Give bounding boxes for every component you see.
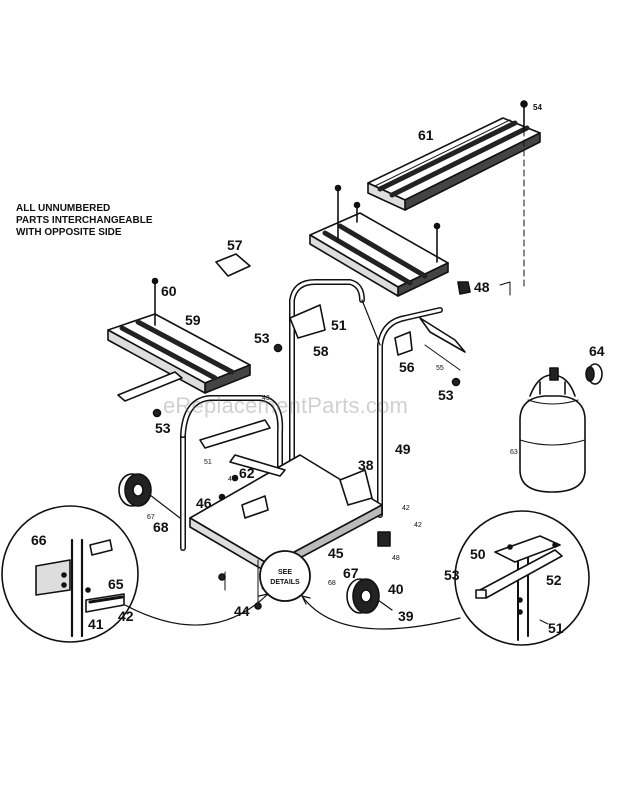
label-55: 55 [436,365,444,372]
shelf-59 [107,313,251,394]
bolt-54 [520,100,528,131]
label-66: 66 [31,532,47,548]
label-56: 56 [399,359,415,375]
label-48-top: 48 [474,279,490,295]
label-39: 39 [398,608,414,624]
label-51-small: 51 [204,459,212,466]
wheel-left [118,473,181,519]
label-40: 40 [388,581,404,597]
label-57: 57 [227,237,243,253]
see-details-circle [259,550,311,602]
detail-circle-left [1,505,139,643]
label-49: 49 [395,441,411,457]
interchangeable-parts-note: ALL UNNUMBERED PARTS INTERCHANGEABLE WIT… [16,203,152,239]
see-details-line-2: DETAILS [270,579,300,586]
label-68-right: 68 [328,580,336,587]
label-50: 50 [470,546,486,562]
label-62: 62 [239,465,255,481]
propane-tank-63 [519,367,586,493]
label-68-left: 68 [153,519,169,535]
wheel-right [346,578,393,614]
note-line-3: WITH OPPOSITE SIDE [16,227,122,238]
bracket-57 [215,253,251,277]
label-53-detail: 53 [444,567,460,583]
label-53-shelf: 53 [155,420,171,436]
detail-circle-right [454,510,590,646]
label-53-right: 53 [438,387,454,403]
label-48-foot: 48 [392,555,400,562]
label-67-left: 67 [147,514,155,521]
label-43: 43 [262,395,270,402]
label-60: 60 [161,283,177,299]
label-41: 41 [88,616,104,632]
label-53-left: 53 [254,330,270,346]
see-details-line-1: SEE [278,569,292,576]
note-line-1: ALL UNNUMBERED [16,203,111,214]
label-42-detail: 42 [118,608,134,624]
label-61: 61 [418,127,434,143]
label-65: 65 [108,576,124,592]
frame-left-tube [180,395,284,551]
label-67-right: 67 [343,565,359,581]
watermark-text: eReplacementParts.com [163,393,409,418]
label-51-detail: 51 [548,620,564,636]
label-58: 58 [313,343,329,359]
shelf-61 [367,117,541,211]
note-line-2: PARTS INTERCHANGEABLE [16,215,153,226]
label-44: 44 [234,603,250,619]
label-42-b: 42 [414,522,422,529]
label-38: 38 [358,457,374,473]
label-45: 45 [328,545,344,561]
label-42-a: 42 [402,505,410,512]
label-54: 54 [533,103,542,112]
label-47: 47 [228,476,236,483]
label-59: 59 [185,312,201,328]
frame-right-tubes [289,279,443,523]
label-46: 46 [196,495,212,511]
label-51-top: 51 [331,317,347,333]
label-52: 52 [546,572,562,588]
upper-shelf [309,212,449,297]
label-64: 64 [589,343,605,359]
label-63: 63 [510,449,518,456]
